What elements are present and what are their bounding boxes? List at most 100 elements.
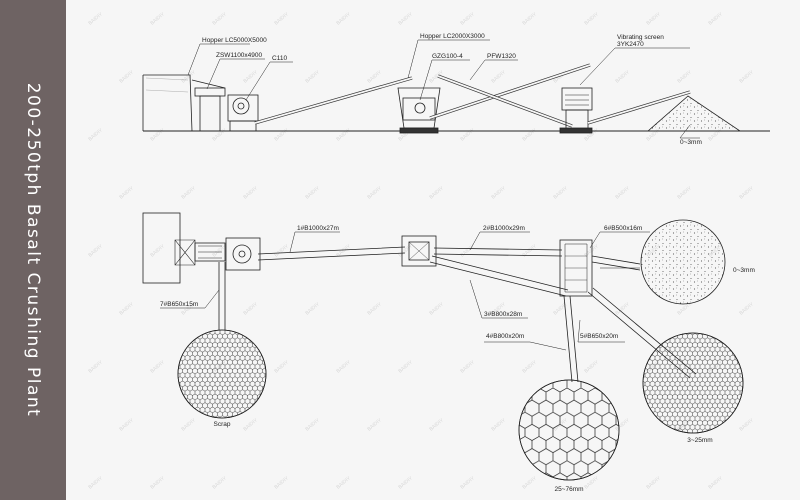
watermark-mark: BAIDIY [304,69,321,85]
watermark-mark: BAIDIY [459,359,476,375]
vibrating-screen [561,87,593,111]
elevation-view [142,39,770,139]
watermark-mark: BAIDIY [738,69,755,85]
watermark-mark: BAIDIY [459,243,476,259]
watermark-mark: BAIDIY [273,243,290,259]
watermark-mark: BAIDIY [180,69,197,85]
watermark-mark: BAIDIY [645,475,662,491]
watermark-mark: BAIDIY [366,417,383,433]
belt-3 [429,255,569,297]
watermark-mark: BAIDIY [552,185,569,201]
label-belt-1: 1#B1000x27m [297,225,339,232]
watermark-mark: BAIDIY [397,243,414,259]
label-scrap-pile: Scrap [214,421,231,428]
watermark-mark: BAIDIY [521,359,538,375]
cone-crusher [414,102,426,114]
label-feeder: ZSW1100x4900 [216,52,263,59]
plant-diagram: BAIDIY BAIDIY BAIDIY BAIDIY BAIDIY BAIDIY BAID… [87,11,770,493]
watermark-mark: BAIDIY [242,417,259,433]
label-belt-3: 3#B800x28m [484,311,522,318]
watermark-mark: BAIDIY [459,11,476,27]
watermark-mark: BAIDIY [118,69,135,85]
label-belt-4: 4#B800x20m [486,333,524,340]
watermark-mark: BAIDIY [242,301,259,317]
plan-labels: 1#B1000x27m 2#B1000x29m 6#B500x16m 7#B65… [160,225,755,493]
watermark-mark: BAIDIY [397,359,414,375]
label-elevation-product: 0~3mm [680,139,702,146]
watermark-mark: BAIDIY [521,127,538,143]
label-belt-7: 7#B650x15m [160,301,198,308]
belt-1 [257,246,406,261]
watermark-mark: BAIDIY [490,417,507,433]
label-coarse-pile: 25~76mm [554,486,583,493]
plan-jaw-crusher [225,237,261,271]
watermark-mark: BAIDIY [87,127,104,143]
watermark-mark: BAIDIY [738,301,755,317]
label-screen-name: Vibrating screen [617,34,664,41]
watermark-mark: BAIDIY [738,185,755,201]
watermark-mark: BAIDIY [87,359,104,375]
watermark-mark: BAIDIY [676,69,693,85]
watermark-mark: BAIDIY [521,243,538,259]
sidebar: 200-250tph Basalt Crushing Plant [0,0,66,500]
elevation-labels: Hopper LC5000X5000 ZSW1100x4900 C110 Hop… [202,33,702,146]
label-jaw-crusher: C110 [272,55,287,62]
watermark-mark: BAIDIY [304,301,321,317]
plan-hopper-1 [142,212,181,284]
plan-vibrating-screen [559,239,593,297]
label-hopper-2: Hopper LC2000X3000 [420,33,485,40]
watermark-mark: BAIDIY [397,11,414,27]
watermark-mark: BAIDIY [521,11,538,27]
watermark-mark: BAIDIY [273,475,290,491]
watermark-mark: BAIDIY [490,185,507,201]
watermark-mark: BAIDIY [397,475,414,491]
watermark-mark: BAIDIY [87,475,104,491]
watermark-mark: BAIDIY [583,359,600,375]
watermark-mark: BAIDIY [366,185,383,201]
page-title: 200-250tph Basalt Crushing Plant [23,82,43,418]
watermark-mark: BAIDIY [552,301,569,317]
watermark-mark: BAIDIY [87,243,104,259]
jaw-flywheel [232,97,250,115]
label-hopper-1: Hopper LC5000X5000 [202,37,267,44]
watermark-mark: BAIDIY [87,11,104,27]
watermark-mark: BAIDIY [428,417,445,433]
label-impact-crusher: PFW1320 [487,53,516,60]
watermark-mark: BAIDIY [149,127,166,143]
diagram-canvas: BAIDIY BAIDIY BAIDIY BAIDIY BAIDIY BAIDIY BAID… [66,0,800,500]
hopper-1-building [142,74,193,132]
feeder [194,87,226,97]
watermark-mark: BAIDIY [459,127,476,143]
watermark-mark: BAIDIY [118,301,135,317]
watermark-mark: BAIDIY [149,359,166,375]
watermark-mark: BAIDIY [676,185,693,201]
watermark-mark: BAIDIY [583,11,600,27]
watermark-mark: BAIDIY [118,185,135,201]
label-belt-5: 5#B650x20m [580,333,618,340]
watermark-mark: BAIDIY [118,417,135,433]
feeder-support [199,95,221,132]
watermark-mark: BAIDIY [614,301,631,317]
watermark-mark: BAIDIY [180,185,197,201]
watermark-mark: BAIDIY [149,243,166,259]
watermark-mark: BAIDIY [707,11,724,27]
watermark-mark: BAIDIY [335,359,352,375]
belt-4 [563,295,579,383]
plan-cone-station [401,235,437,267]
watermark-mark: BAIDIY [366,301,383,317]
watermark-mark: BAIDIY [428,301,445,317]
label-belt-2: 2#B1000x29m [483,225,525,232]
watermark-mark: BAIDIY [242,185,259,201]
watermark-mark: BAIDIY [335,475,352,491]
watermark-mark: BAIDIY [211,11,228,27]
watermark-mark: BAIDIY [707,475,724,491]
hopper-2 [397,87,441,129]
watermark-mark: BAIDIY [335,11,352,27]
watermark-mark: BAIDIY [273,127,290,143]
watermark-mark: BAIDIY [614,69,631,85]
watermark-mark: BAIDIY [738,417,755,433]
medium-pile [642,332,744,434]
label-cone-crusher: GZG100-4 [432,53,463,60]
plan-view [142,212,744,481]
label-medium-pile: 3~25mm [687,437,712,444]
